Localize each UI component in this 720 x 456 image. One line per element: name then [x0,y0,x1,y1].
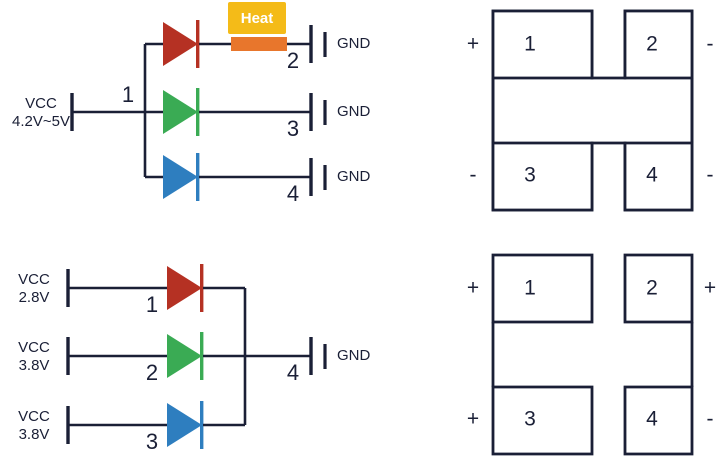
gnd-label-4: GND [337,347,371,364]
pad-polarity-3-top: - [470,164,477,187]
pad-cell-3-top [491,141,594,212]
pin-number-2-bottom: 2 [146,360,158,385]
pad-number-3-bottom: 3 [524,408,536,431]
vcc-label-line1-top: VCC [25,95,57,112]
gnd-label-1: GND [337,35,371,52]
pad-cell-4-bottom [623,385,694,456]
heat-badge-label: Heat [241,10,274,27]
pad-cell-2-bottom [623,253,694,324]
pad-number-2-bottom: 2 [646,277,658,300]
pin-number-1-top: 1 [122,82,134,107]
pad-polarity-1-bottom: + [467,277,479,300]
pin-number-4-bottom: 4 [287,360,299,385]
pad-cells-bottom [491,253,694,456]
diode-red-top [163,20,200,68]
pad-cell-4-top [623,141,694,212]
pad-polarity-2-bottom: + [704,277,716,300]
vcc-label-line1-red: VCC [18,271,50,288]
vcc-label-line1-blue: VCC [18,408,50,425]
diode-green-top [163,88,200,136]
pad-polarity-4-top: - [707,164,714,187]
pad-cell-1-bottom [491,253,594,324]
resistor-heat [231,37,287,51]
diode-green-bottom [167,332,204,380]
diode-blue-top [163,153,200,201]
pad-polarity-3-bottom: + [467,408,479,431]
vcc-label-line2-top: 4.2V~5V [12,113,70,130]
pad-number-1-bottom: 1 [524,277,536,300]
pin-number-4-top: 4 [287,181,299,206]
heat-badge [228,2,286,34]
pad-polarity-1-top: + [467,33,479,56]
pin-number-2-top: 2 [287,48,299,73]
pad-number-1-top: 1 [524,33,536,56]
pad-cell-1-top [491,9,594,80]
pin-number-3-bottom: 3 [146,429,158,454]
diode-blue-bottom [167,401,204,449]
pad-cell-3-bottom [491,385,594,456]
vcc-label-line1-green: VCC [18,339,50,356]
pin-number-3-top: 3 [287,116,299,141]
pad-number-2-top: 2 [646,33,658,56]
gnd-label-3: GND [337,168,371,185]
pin-number-1-bottom: 1 [146,292,158,317]
vcc-label-line2-green: 3.8V [19,357,50,374]
pad-number-3-top: 3 [524,164,536,187]
vcc-label-line2-red: 2.8V [19,289,50,306]
vcc-label-line2-blue: 3.8V [19,426,50,443]
pad-number-4-bottom: 4 [646,408,658,431]
pad-polarity-4-bottom: - [707,408,714,431]
diode-red-bottom [167,264,204,312]
pad-number-4-top: 4 [646,164,658,187]
gnd-label-2: GND [337,103,371,120]
pad-polarity-2-top: - [707,33,714,56]
pad-cells-top [491,9,694,212]
